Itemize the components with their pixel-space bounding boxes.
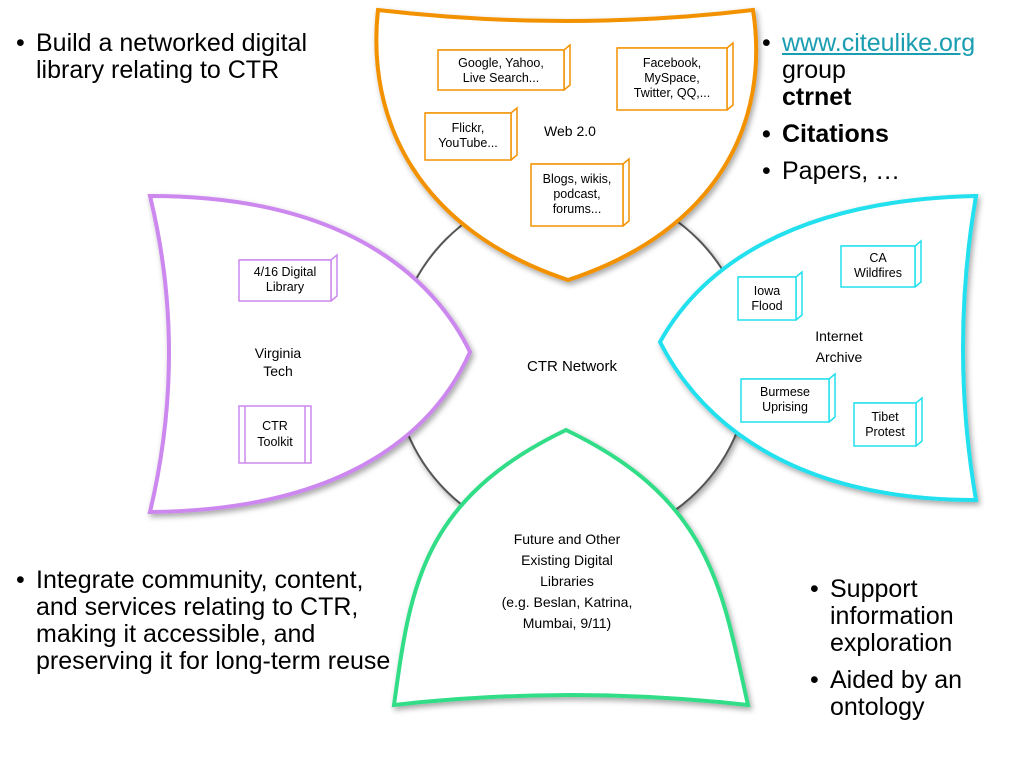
box-line: CA: [869, 251, 887, 265]
bullet-item: Build a networked digital library relati…: [14, 30, 314, 84]
bullets-bottom-left: Integrate community, content, and servic…: [14, 567, 394, 685]
box-line: CTR: [262, 419, 288, 433]
bullet-item: Citations: [760, 121, 1020, 149]
label-line: Archive: [816, 349, 863, 365]
bullet-item: Integrate community, content, and servic…: [14, 567, 394, 675]
citeulike-link[interactable]: www.citeulike.org: [782, 29, 976, 57]
box-line: Facebook,: [643, 56, 701, 70]
label-line: Mumbai, 9/11): [523, 615, 611, 631]
label-line: (e.g. Beslan, Katrina,: [502, 594, 633, 610]
label-line: Existing Digital: [521, 552, 613, 568]
box-line: Live Search...: [463, 71, 539, 85]
box-line: Protest: [865, 425, 905, 439]
bullet-item: Papers, …: [760, 158, 1020, 186]
group-text: group: [782, 56, 846, 84]
box-line: Wildfires: [854, 266, 902, 280]
box-line: 4/16 Digital: [254, 265, 317, 279]
label-line: Tech: [263, 363, 293, 379]
petal-web20-label: Web 2.0: [544, 123, 596, 139]
group-name: ctrnet: [782, 83, 852, 111]
box-line: Twitter, QQ,...: [634, 86, 710, 100]
petal-virginia-tech-shape: [147, 193, 473, 515]
box-line: forums...: [553, 202, 602, 216]
box-blogs-wikis: Blogs, wikis,podcast,forums...: [530, 157, 630, 227]
box-ctr-toolkit: CTR Toolkit: [238, 405, 312, 464]
label-line: Future and Other: [514, 531, 621, 547]
svg-text:Google, Yahoo,Live Search...: Google, Yahoo,Live Search...: [458, 56, 544, 85]
box-media-sharing: Flickr,YouTube...: [424, 106, 518, 161]
bullet-item: Aided by an ontology: [808, 667, 1018, 721]
box-line: Toolkit: [257, 435, 293, 449]
box-line: Uprising: [762, 400, 808, 414]
box-search-engines: Google, Yahoo,Live Search...: [437, 43, 571, 91]
box-line: YouTube...: [438, 136, 498, 150]
svg-text:Facebook,MySpace,Twitter, QQ,.: Facebook,MySpace,Twitter, QQ,...: [634, 56, 710, 100]
box-line: Iowa: [754, 284, 780, 298]
bullet-item: Support information exploration: [808, 576, 1018, 657]
petal-web20-label-line: Web 2.0: [544, 123, 596, 139]
label-line: Internet: [815, 328, 863, 344]
petal-web20: Web 2.0 Google, Yahoo,Live Search... Fac…: [374, 7, 759, 283]
svg-text:Blogs, wikis,podcast,forums...: Blogs, wikis,podcast,forums...: [543, 172, 612, 216]
bullets-bottom-right: Support information exploration Aided by…: [808, 576, 1018, 731]
box-line: Flickr,: [452, 121, 485, 135]
box-line: Blogs, wikis,: [543, 172, 612, 186]
box-line: Google, Yahoo,: [458, 56, 544, 70]
label-line: Virginia: [255, 345, 302, 361]
box-line: MySpace,: [644, 71, 700, 85]
box-social-networks: Facebook,MySpace,Twitter, QQ,...: [616, 41, 734, 111]
box-line: Flood: [751, 299, 782, 313]
box-line: Tibet: [871, 410, 899, 424]
center-label: CTR Network: [527, 358, 618, 375]
box-line: Burmese: [760, 385, 810, 399]
box-line: podcast,: [553, 187, 600, 201]
bullets-top-left: Build a networked digital library relati…: [14, 30, 314, 94]
svg-text:Flickr,YouTube...: Flickr,YouTube...: [438, 121, 498, 150]
label-line: Libraries: [540, 573, 594, 589]
petal-future-libraries-shape: [391, 427, 751, 708]
box-line: Library: [266, 280, 305, 294]
